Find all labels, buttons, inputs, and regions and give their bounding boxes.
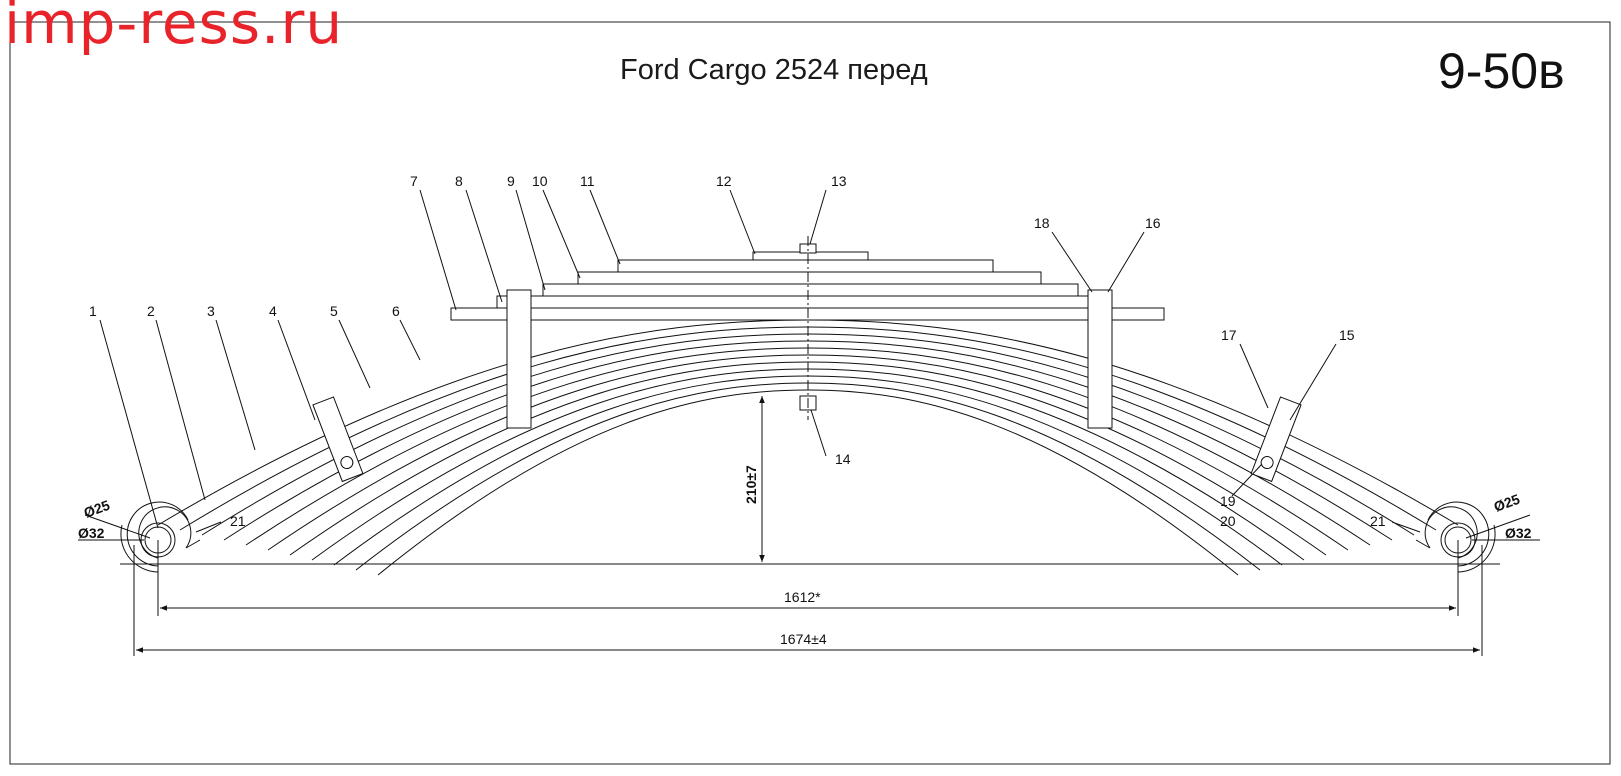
spring-leaf-curve: [245, 347, 1371, 546]
dimension-texts: Ø25 Ø32 Ø25 Ø32 210±7 1612* 1674±4: [78, 465, 1532, 647]
eye-right: [1415, 501, 1496, 573]
callout-leader-line: [1107, 231, 1145, 293]
callout-leader-line: [1239, 343, 1269, 409]
callout-14: 14: [835, 451, 851, 467]
callout-11: 11: [580, 173, 595, 189]
callout-leader-line: [399, 319, 421, 361]
callout-leader-line: [1289, 343, 1337, 421]
callout-7: 7: [410, 173, 418, 189]
callout-15: 15: [1339, 327, 1355, 343]
drawing-frame: [9, 21, 1611, 765]
leaf-10: [577, 271, 1042, 285]
dim-eye-inner-left: Ø25: [82, 497, 113, 521]
dim-eye-inner-right: Ø25: [1492, 491, 1523, 515]
eye-left: [120, 501, 201, 573]
callout-5: 5: [330, 303, 338, 319]
callout-leader-line: [277, 319, 316, 421]
clamp-outer-right: [1250, 396, 1302, 483]
clamp-inner-left: [506, 289, 532, 429]
callout-16: 16: [1145, 215, 1161, 231]
clamp-outer-left: [312, 396, 364, 483]
callout-20: 20: [1220, 513, 1236, 529]
callout-2: 2: [147, 303, 155, 319]
callout-leader-line: [338, 319, 371, 389]
callout-1: 1: [89, 303, 97, 319]
callout-12: 12: [716, 173, 732, 189]
dimension-lines: [78, 396, 1540, 656]
callout-6: 6: [392, 303, 400, 319]
spring-leaf-curve: [289, 361, 1327, 556]
callout-leader-line: [810, 409, 827, 457]
callout-21-left: 21: [230, 513, 246, 529]
callout-leaders: [99, 189, 1421, 533]
dim-overall-length: 1674±4: [780, 631, 827, 647]
callout-10: 10: [532, 173, 548, 189]
eye-dim-leader-right: [1465, 514, 1531, 539]
dim-eye-centers: 1612*: [784, 589, 821, 605]
leaf-8: [496, 295, 1103, 309]
callout-4: 4: [269, 303, 277, 319]
callout-21-right: 21: [1370, 513, 1386, 529]
clamp-inner-right: [1087, 289, 1113, 429]
callout-13: 13: [831, 173, 847, 189]
drawing-code: 9-50в: [1438, 43, 1565, 99]
center-bolt: [799, 236, 817, 420]
callout-leader-line: [809, 189, 827, 245]
spring-eyes: [120, 501, 1496, 573]
clamp-bolt-right: [1260, 456, 1274, 470]
callout-leader-line: [1391, 521, 1421, 533]
callout-leader-line: [419, 189, 457, 311]
leaf-9: [542, 283, 1079, 297]
callout-leader-line: [515, 189, 546, 291]
callout-leader-line: [589, 189, 621, 265]
spring-leaf-curve: [267, 354, 1349, 551]
callout-leader-line: [195, 521, 222, 533]
callout-leader-line: [542, 189, 581, 279]
leaf-11: [617, 259, 994, 273]
clamp-bolt-left: [340, 456, 354, 470]
callout-leader-line: [729, 189, 756, 255]
drawing-title: Ford Cargo 2524 перед: [620, 54, 928, 86]
watermark: imp-ress.ru: [4, 0, 344, 57]
eye-dim-leader-left: [84, 514, 151, 539]
callout-9: 9: [507, 173, 515, 189]
callout-leader-line: [215, 319, 256, 451]
callout-leader-line: [99, 319, 159, 529]
dim-eye-outer-right: Ø32: [1505, 525, 1532, 541]
callout-leader-line: [1051, 231, 1093, 293]
clamps: [312, 289, 1302, 483]
callout-8: 8: [455, 173, 463, 189]
callout-18: 18: [1034, 215, 1050, 231]
callout-leader-line: [465, 189, 503, 303]
dim-eye-outer-left: Ø32: [78, 525, 105, 541]
dim-arc-height: 210±7: [743, 465, 759, 504]
callout-3: 3: [207, 303, 215, 319]
callout-leader-line: [1231, 463, 1263, 497]
callout-17: 17: [1221, 327, 1237, 343]
callout-19: 19: [1220, 493, 1236, 509]
upper-leaves: [450, 251, 1165, 321]
callout-labels: 1 2 3 4 5 6 7 8 9 10 11 12 13 14 15 16 1…: [89, 173, 1386, 529]
callout-leader-line: [155, 319, 206, 501]
